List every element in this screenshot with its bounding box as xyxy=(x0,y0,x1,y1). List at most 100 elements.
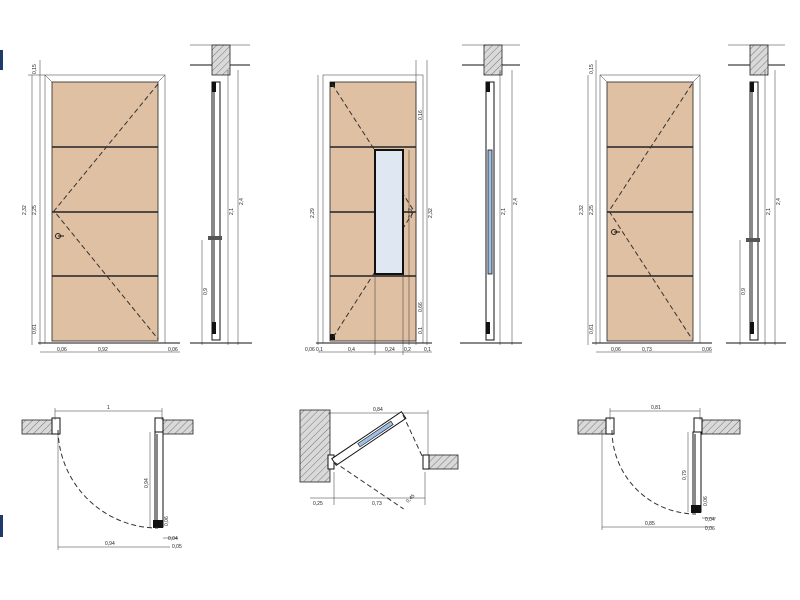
plan-2-leaf-b xyxy=(333,461,404,510)
door-3-height-label: 0,15 xyxy=(589,64,595,74)
door-1-swing-indicator xyxy=(53,83,159,340)
door-2-section: 2,1 2,4 xyxy=(460,44,522,345)
plan-1-label: 0,94 xyxy=(105,541,115,547)
door-1-section-label: 0,9 xyxy=(203,288,209,295)
door-3-width-label: 0,06 xyxy=(702,347,712,353)
door-3-section-label: 2,4 xyxy=(776,198,782,205)
door-1-frame-corner xyxy=(44,74,53,83)
door-1-elevation: 0,06 0,92 0,06 2,32 2,25 0,15 0,61 xyxy=(22,60,180,353)
edge-accent-top xyxy=(0,50,3,70)
plan-2-label: 0,45 xyxy=(405,493,416,504)
section-glass xyxy=(487,149,493,275)
plan-2-label: 0,25 xyxy=(313,501,323,507)
section-hinge xyxy=(212,82,216,92)
plan-3-hinge xyxy=(691,505,701,513)
plan-2-frame-right xyxy=(422,454,430,470)
door-3-width-label: 0,73 xyxy=(642,347,652,353)
plan-3-label: 0,04 xyxy=(705,517,715,523)
section-hinge xyxy=(750,82,754,92)
plan-3-wall-left xyxy=(577,419,611,435)
plan-3-label: 0,06 xyxy=(705,526,715,532)
plan-3-wall-right xyxy=(699,419,741,435)
door-1-height-label: 2,32 xyxy=(22,205,28,215)
section-hinge xyxy=(750,322,754,334)
door-1-section: 2,1 2,4 0,9 xyxy=(190,44,252,345)
door-2-height-label: 2,12 xyxy=(408,208,414,218)
door-2-glass-panel xyxy=(374,149,404,275)
door-3-section-label: 0,9 xyxy=(741,288,747,295)
plan-1-hinge xyxy=(153,520,163,528)
plan-3-door-leaf xyxy=(692,431,702,513)
plan-3-label: 0,06 xyxy=(703,496,709,506)
section-hinge xyxy=(486,82,490,92)
door-2-section-label: 2,4 xyxy=(513,198,519,205)
plan-2-wall-left xyxy=(299,409,331,483)
plan-1-label: 0,06 xyxy=(164,516,170,526)
plan-2-leaf-a xyxy=(331,411,407,467)
door-3-height-label: 2,32 xyxy=(579,205,585,215)
plan-3-label: 0,81 xyxy=(651,405,661,411)
plan-2-leaf-b-outline xyxy=(333,461,404,510)
section-handle xyxy=(208,236,222,240)
door-1-section-label: 2,4 xyxy=(239,198,245,205)
door-2-height-label: 0,1 xyxy=(418,327,424,334)
plan-1-label: 0,05 xyxy=(172,544,182,550)
door-1-height-label: 2,25 xyxy=(32,205,38,215)
plan-3-label: 0,85 xyxy=(645,521,655,527)
door-3-elevation: 0,06 0,73 0,06 2,32 2,25 0,15 0,61 xyxy=(579,60,712,353)
section-hinge xyxy=(212,322,216,334)
plan-1-label: 0,04 xyxy=(168,536,178,542)
section-wall xyxy=(211,44,231,76)
section-wall xyxy=(483,44,503,76)
plan-2-label: 0,73 xyxy=(372,501,382,507)
door-3-frame-corner xyxy=(599,74,608,83)
plan-1-swing-arc xyxy=(57,429,159,529)
door-3-section-label: 2,1 xyxy=(766,208,772,215)
plan-3-frame-left xyxy=(605,417,615,435)
plan-2-label: 0,84 xyxy=(373,407,383,413)
section-handle xyxy=(746,238,760,242)
door-1-frame-corner xyxy=(157,74,166,83)
door-2-width-label: 0,4 xyxy=(348,347,355,353)
door-3-height-label: 2,25 xyxy=(589,205,595,215)
door-3-height-label: 0,61 xyxy=(589,324,595,334)
plan-3-view: 0,81 0,85 0,79 0,06 0,04 0,06 xyxy=(577,405,741,532)
door-2-width-label: 0,06 xyxy=(305,347,315,353)
plan-2-swing-line xyxy=(402,414,424,459)
plan-1-label: 0,94 xyxy=(144,478,150,488)
plan-2-frame-left xyxy=(327,454,335,470)
plan-2-wall-right xyxy=(427,454,459,470)
door-2-section-label: 2,1 xyxy=(501,208,507,215)
door-1-height-label: 0,61 xyxy=(32,324,38,334)
door-2-width-label: 0,2 xyxy=(404,347,411,353)
edge-accent-bottom xyxy=(0,515,3,537)
section-wall xyxy=(749,44,769,76)
door-2-height-label: 2,29 xyxy=(310,208,316,218)
door-2-width-label: 0,1 xyxy=(424,347,431,353)
door-3-swing-indicator xyxy=(608,83,693,340)
door-2-elevation: 0,06 0,1 0,4 0,24 0,2 0,1 2,29 0,16 2,12… xyxy=(305,60,434,355)
plan-3-label: 0,79 xyxy=(682,470,688,480)
section-leaf xyxy=(211,81,221,341)
section-hinge xyxy=(486,322,490,334)
door-2-swing-indicator xyxy=(331,83,415,340)
door-2-height-label: 0,16 xyxy=(418,110,424,120)
section-leaf xyxy=(749,81,759,341)
door-1-height-label: 0,15 xyxy=(32,64,38,74)
door-2-width-label: 0,1 xyxy=(316,347,323,353)
door-1-width-label: 0,06 xyxy=(168,347,178,353)
plan-1-door-leaf xyxy=(154,431,164,528)
door-3-section: 2,1 2,4 0,9 xyxy=(726,44,786,345)
door-1-width-label: 0,92 xyxy=(98,347,108,353)
plan-2-leaf-a-glass xyxy=(357,420,394,448)
door-3-width-label: 0,06 xyxy=(611,347,621,353)
door-1-width-label: 0,06 xyxy=(57,347,67,353)
door-2-hinge-bottom xyxy=(330,334,335,340)
door-3-frame-corner xyxy=(692,74,701,83)
door-2-height-label: 0,66 xyxy=(418,302,424,312)
plan-2-view: 0,84 0,25 0,73 0,45 xyxy=(299,407,459,510)
plan-1-view: 1 0,94 0,94 0,04 0,05 0,06 xyxy=(21,405,194,550)
door-1-section-label: 2,1 xyxy=(229,208,235,215)
plan-1-label: 1 xyxy=(107,405,110,411)
